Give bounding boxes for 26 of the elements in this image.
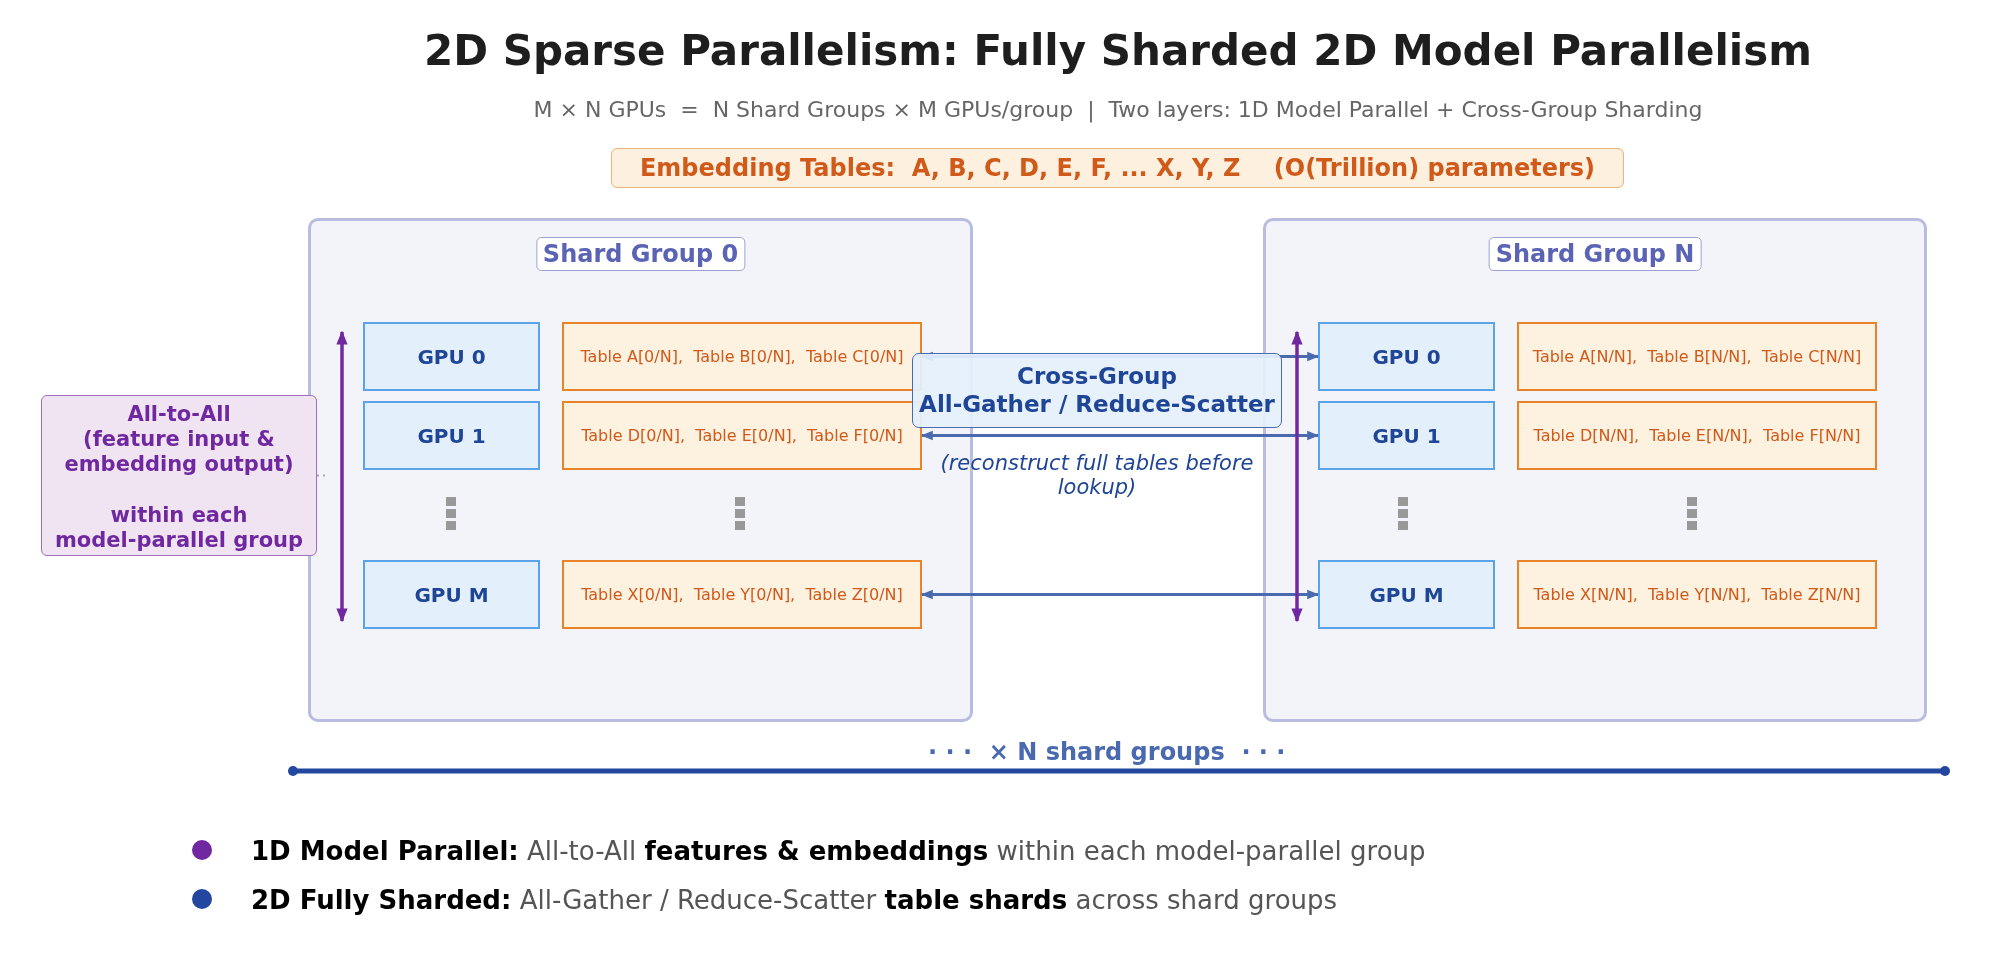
table-shard-box: Table D[N/N], Table E[N/N], Table F[N/N] (1517, 401, 1877, 470)
double-arrow (920, 430, 1320, 441)
gpu-box: GPU M (1318, 560, 1495, 629)
table-shard-box: Table X[N/N], Table Y[N/N], Table Z[N/N] (1517, 560, 1877, 629)
process-box: Cross-Group All-Gather / Reduce-Scatter (912, 353, 1282, 428)
banner-box: Embedding Tables: A, B, C, D, E, F, ... X, Y, Z (O(Trillion) parameters) (611, 148, 1624, 188)
group-heading: Shard Group 0 (535, 237, 746, 271)
legend-text: 1D Model Parallel: All-to-All features & embeddings within each model-parallel group (251, 836, 1426, 866)
table-shard-box: Table A[N/N], Table B[N/N], Table C[N/N] (1517, 322, 1877, 391)
diagram-title: 2D Sparse Parallelism: Fully Sharded 2D Model Parallelism (424, 26, 1812, 75)
subtitle: M × N GPUs = N Shard Groups × M GPUs/group | Two layers: 1D Model Parallel + Cross-Group Sharding (533, 97, 1703, 122)
group-heading: Shard Group N (1488, 237, 1702, 271)
gpu-box: GPU 0 (363, 322, 540, 391)
annotation-text: (reconstruct full tables before lookup) (939, 451, 1255, 500)
gpu-box: GPU M (363, 560, 540, 629)
leader-line (316, 474, 328, 477)
legend-text: 2D Fully Sharded: All-Gather / Reduce-Scatter table shards across shard groups (251, 885, 1338, 915)
vertical-double-arrow (1291, 330, 1303, 623)
note-box: All-to-All (feature input & embedding output) within each model-parallel group (41, 395, 317, 556)
double-arrow (920, 589, 1320, 600)
gpu-box: GPU 0 (1318, 322, 1495, 391)
table-shard-box: Table A[0/N], Table B[0/N], Table C[0/N] (562, 322, 922, 391)
gpu-box: GPU 1 (1318, 401, 1495, 470)
gpu-box: GPU 1 (363, 401, 540, 470)
table-shard-box: Table X[0/N], Table Y[0/N], Table Z[0/N] (562, 560, 922, 629)
vertical-double-arrow (336, 330, 348, 623)
